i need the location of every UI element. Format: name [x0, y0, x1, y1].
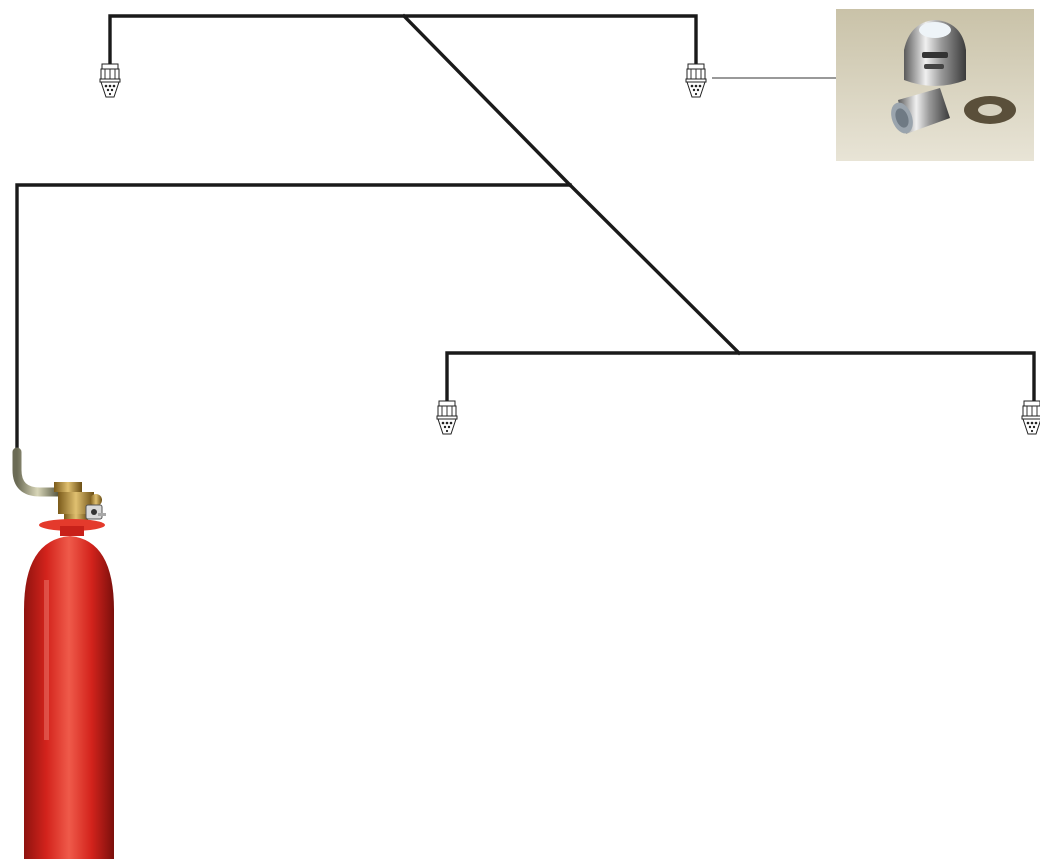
nozzle-parts-photo: [836, 9, 1034, 161]
pipe-diagonal-lower: [567, 182, 742, 356]
discharge-nozzle-icon: [99, 63, 121, 98]
discharge-nozzle-icon: [1021, 400, 1040, 435]
discharge-nozzle-icon: [685, 63, 707, 98]
pipe-network: [15, 13, 1036, 457]
gas-cylinder-icon: [12, 447, 114, 859]
discharge-nozzle-icon: [436, 400, 458, 435]
pipe-lower-header: [445, 351, 1036, 402]
pipe-riser-main: [15, 183, 572, 457]
pipe-diagonal-upper: [401, 13, 573, 188]
pipe-top-header: [108, 14, 698, 64]
nozzle-head: [904, 20, 966, 86]
nozzle-body: [891, 88, 950, 134]
